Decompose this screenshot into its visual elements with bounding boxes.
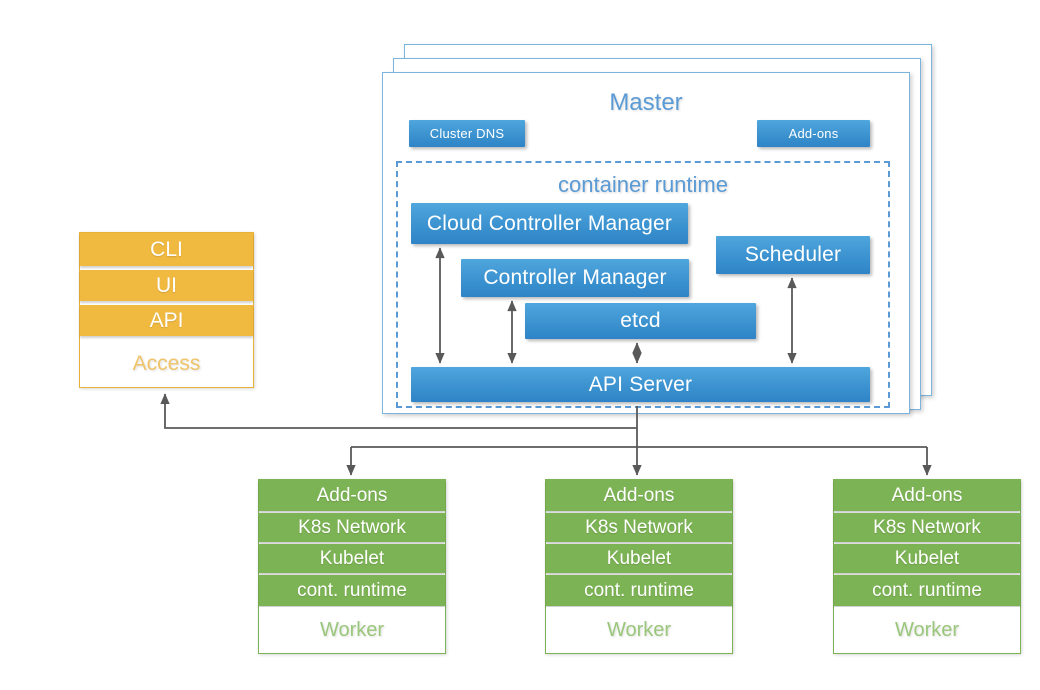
api-server-box[interactable]: API Server [411, 367, 870, 402]
worker-2-layer-runtime[interactable]: cont. runtime [546, 575, 732, 606]
access-panel-label-text: Access [132, 351, 201, 375]
access-item-api-label: API [149, 308, 184, 332]
worker-node-3: Add-ons K8s Network Kubelet cont. runtim… [833, 479, 1021, 654]
worker-1-label-text: Worker [319, 618, 385, 641]
worker-1-label: Worker [259, 607, 445, 653]
etcd-box[interactable]: etcd [525, 303, 756, 339]
scheduler-box[interactable]: Scheduler [716, 236, 870, 274]
access-item-api[interactable]: API [80, 305, 253, 336]
cluster-dns-box[interactable]: Cluster DNS [409, 120, 525, 147]
worker-1-layer-network-label: K8s Network [298, 516, 406, 538]
cloud-controller-manager-box[interactable]: Cloud Controller Manager [411, 203, 688, 244]
worker-3-label-text: Worker [894, 618, 960, 641]
worker-2-label-text: Worker [606, 618, 672, 641]
worker-3-layer-network-label: K8s Network [873, 516, 981, 538]
worker-node-2: Add-ons K8s Network Kubelet cont. runtim… [545, 479, 733, 654]
worker-node-1: Add-ons K8s Network Kubelet cont. runtim… [258, 479, 446, 654]
cluster-dns-label: Cluster DNS [429, 126, 505, 141]
worker-1-layer-addons-label: Add-ons [316, 484, 388, 506]
worker-1-layer-runtime[interactable]: cont. runtime [259, 575, 445, 606]
worker-2-layer-addons-label: Add-ons [603, 484, 675, 506]
access-item-ui-label: UI [156, 273, 177, 297]
access-item-cli-label: CLI [150, 237, 183, 261]
worker-2-layer-network[interactable]: K8s Network [546, 513, 732, 542]
container-runtime-title: container runtime [558, 172, 728, 197]
scheduler-label: Scheduler [744, 243, 842, 266]
worker-2-layer-kubelet[interactable]: Kubelet [546, 544, 732, 573]
worker-3-layer-kubelet-label: Kubelet [894, 547, 960, 569]
access-item-cli[interactable]: CLI [80, 233, 253, 266]
access-item-ui[interactable]: UI [80, 270, 253, 301]
worker-3-layer-runtime[interactable]: cont. runtime [834, 575, 1020, 606]
master-addons-box[interactable]: Add-ons [757, 120, 870, 147]
worker-2-layer-network-label: K8s Network [585, 516, 693, 538]
worker-3-layer-addons[interactable]: Add-ons [834, 480, 1020, 511]
worker-2-layer-kubelet-label: Kubelet [606, 547, 672, 569]
controller-manager-label: Controller Manager [483, 266, 667, 289]
access-panel-label: Access [80, 340, 253, 387]
worker-3-label: Worker [834, 607, 1020, 653]
access-panel: CLI UI API Access [79, 232, 254, 388]
worker-3-layer-network[interactable]: K8s Network [834, 513, 1020, 542]
worker-1-layer-kubelet-label: Kubelet [319, 547, 385, 569]
worker-1-layer-network[interactable]: K8s Network [259, 513, 445, 542]
worker-3-layer-runtime-label: cont. runtime [872, 579, 982, 601]
worker-2-layer-addons[interactable]: Add-ons [546, 480, 732, 511]
api-server-label: API Server [588, 372, 693, 396]
cloud-controller-manager-label: Cloud Controller Manager [426, 211, 673, 235]
worker-2-label: Worker [546, 607, 732, 653]
worker-3-layer-kubelet[interactable]: Kubelet [834, 544, 1020, 573]
master-title: Master [609, 89, 683, 116]
worker-1-layer-kubelet[interactable]: Kubelet [259, 544, 445, 573]
container-runtime-box: container runtime [396, 161, 890, 408]
etcd-label: etcd [620, 309, 661, 332]
controller-manager-box[interactable]: Controller Manager [461, 259, 689, 297]
worker-2-layer-runtime-label: cont. runtime [584, 579, 694, 601]
worker-1-layer-addons[interactable]: Add-ons [259, 480, 445, 511]
master-addons-label: Add-ons [788, 126, 839, 141]
worker-1-layer-runtime-label: cont. runtime [297, 579, 407, 601]
worker-3-layer-addons-label: Add-ons [891, 484, 963, 506]
